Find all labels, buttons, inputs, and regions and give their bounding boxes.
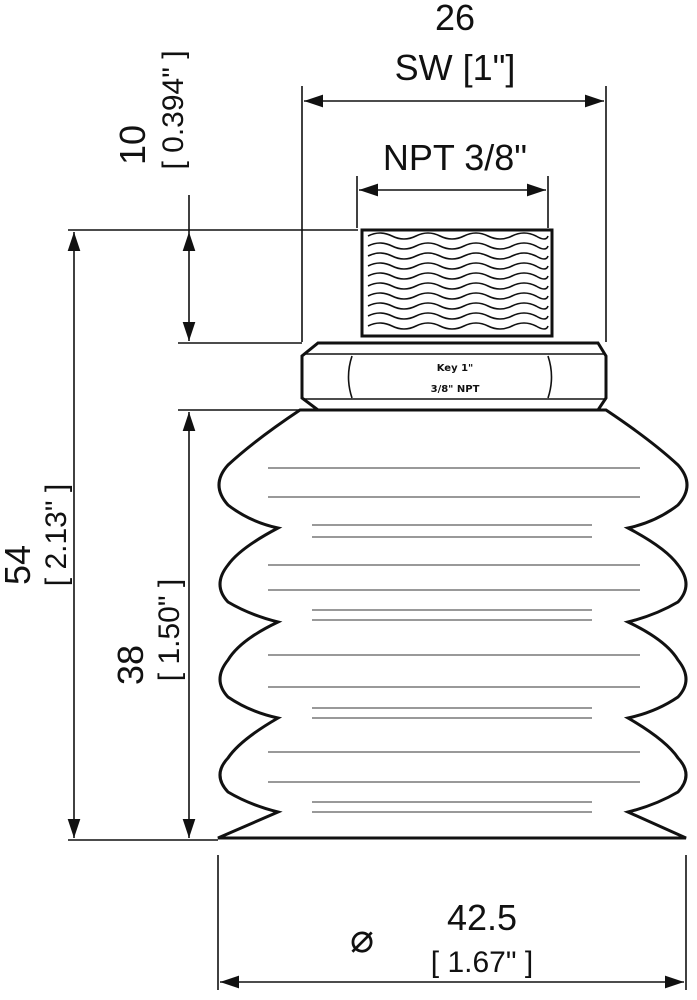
diameter-in: [ 1.67" ] [431,946,533,979]
bellows-height-mm: 38 [110,645,151,685]
bellows-height-in: [ 1.50" ] [153,579,186,681]
hex-stamp-line1: Key 1" [437,363,474,374]
hex-nut: Key 1" 3/8" NPT [300,341,608,412]
thread-height-mm: 10 [112,125,153,165]
bellows-body [217,408,689,840]
diameter-symbol: ⌀ [350,917,374,961]
threaded-nipple [360,228,554,338]
hex-stamp-line2: 3/8" NPT [431,384,480,395]
total-height-in: [ 2.13" ] [40,484,73,586]
thread-label: NPT 3/8" [383,137,527,178]
thread-height-in: [ 0.394" ] [157,50,190,169]
top-width-label: SW [1"] [395,47,516,88]
dimension-lines [67,94,684,989]
extension-lines [68,86,687,990]
top-width-mm: 26 [435,0,475,38]
diameter-mm: 42.5 [447,897,517,938]
total-height-mm: 54 [0,545,38,585]
